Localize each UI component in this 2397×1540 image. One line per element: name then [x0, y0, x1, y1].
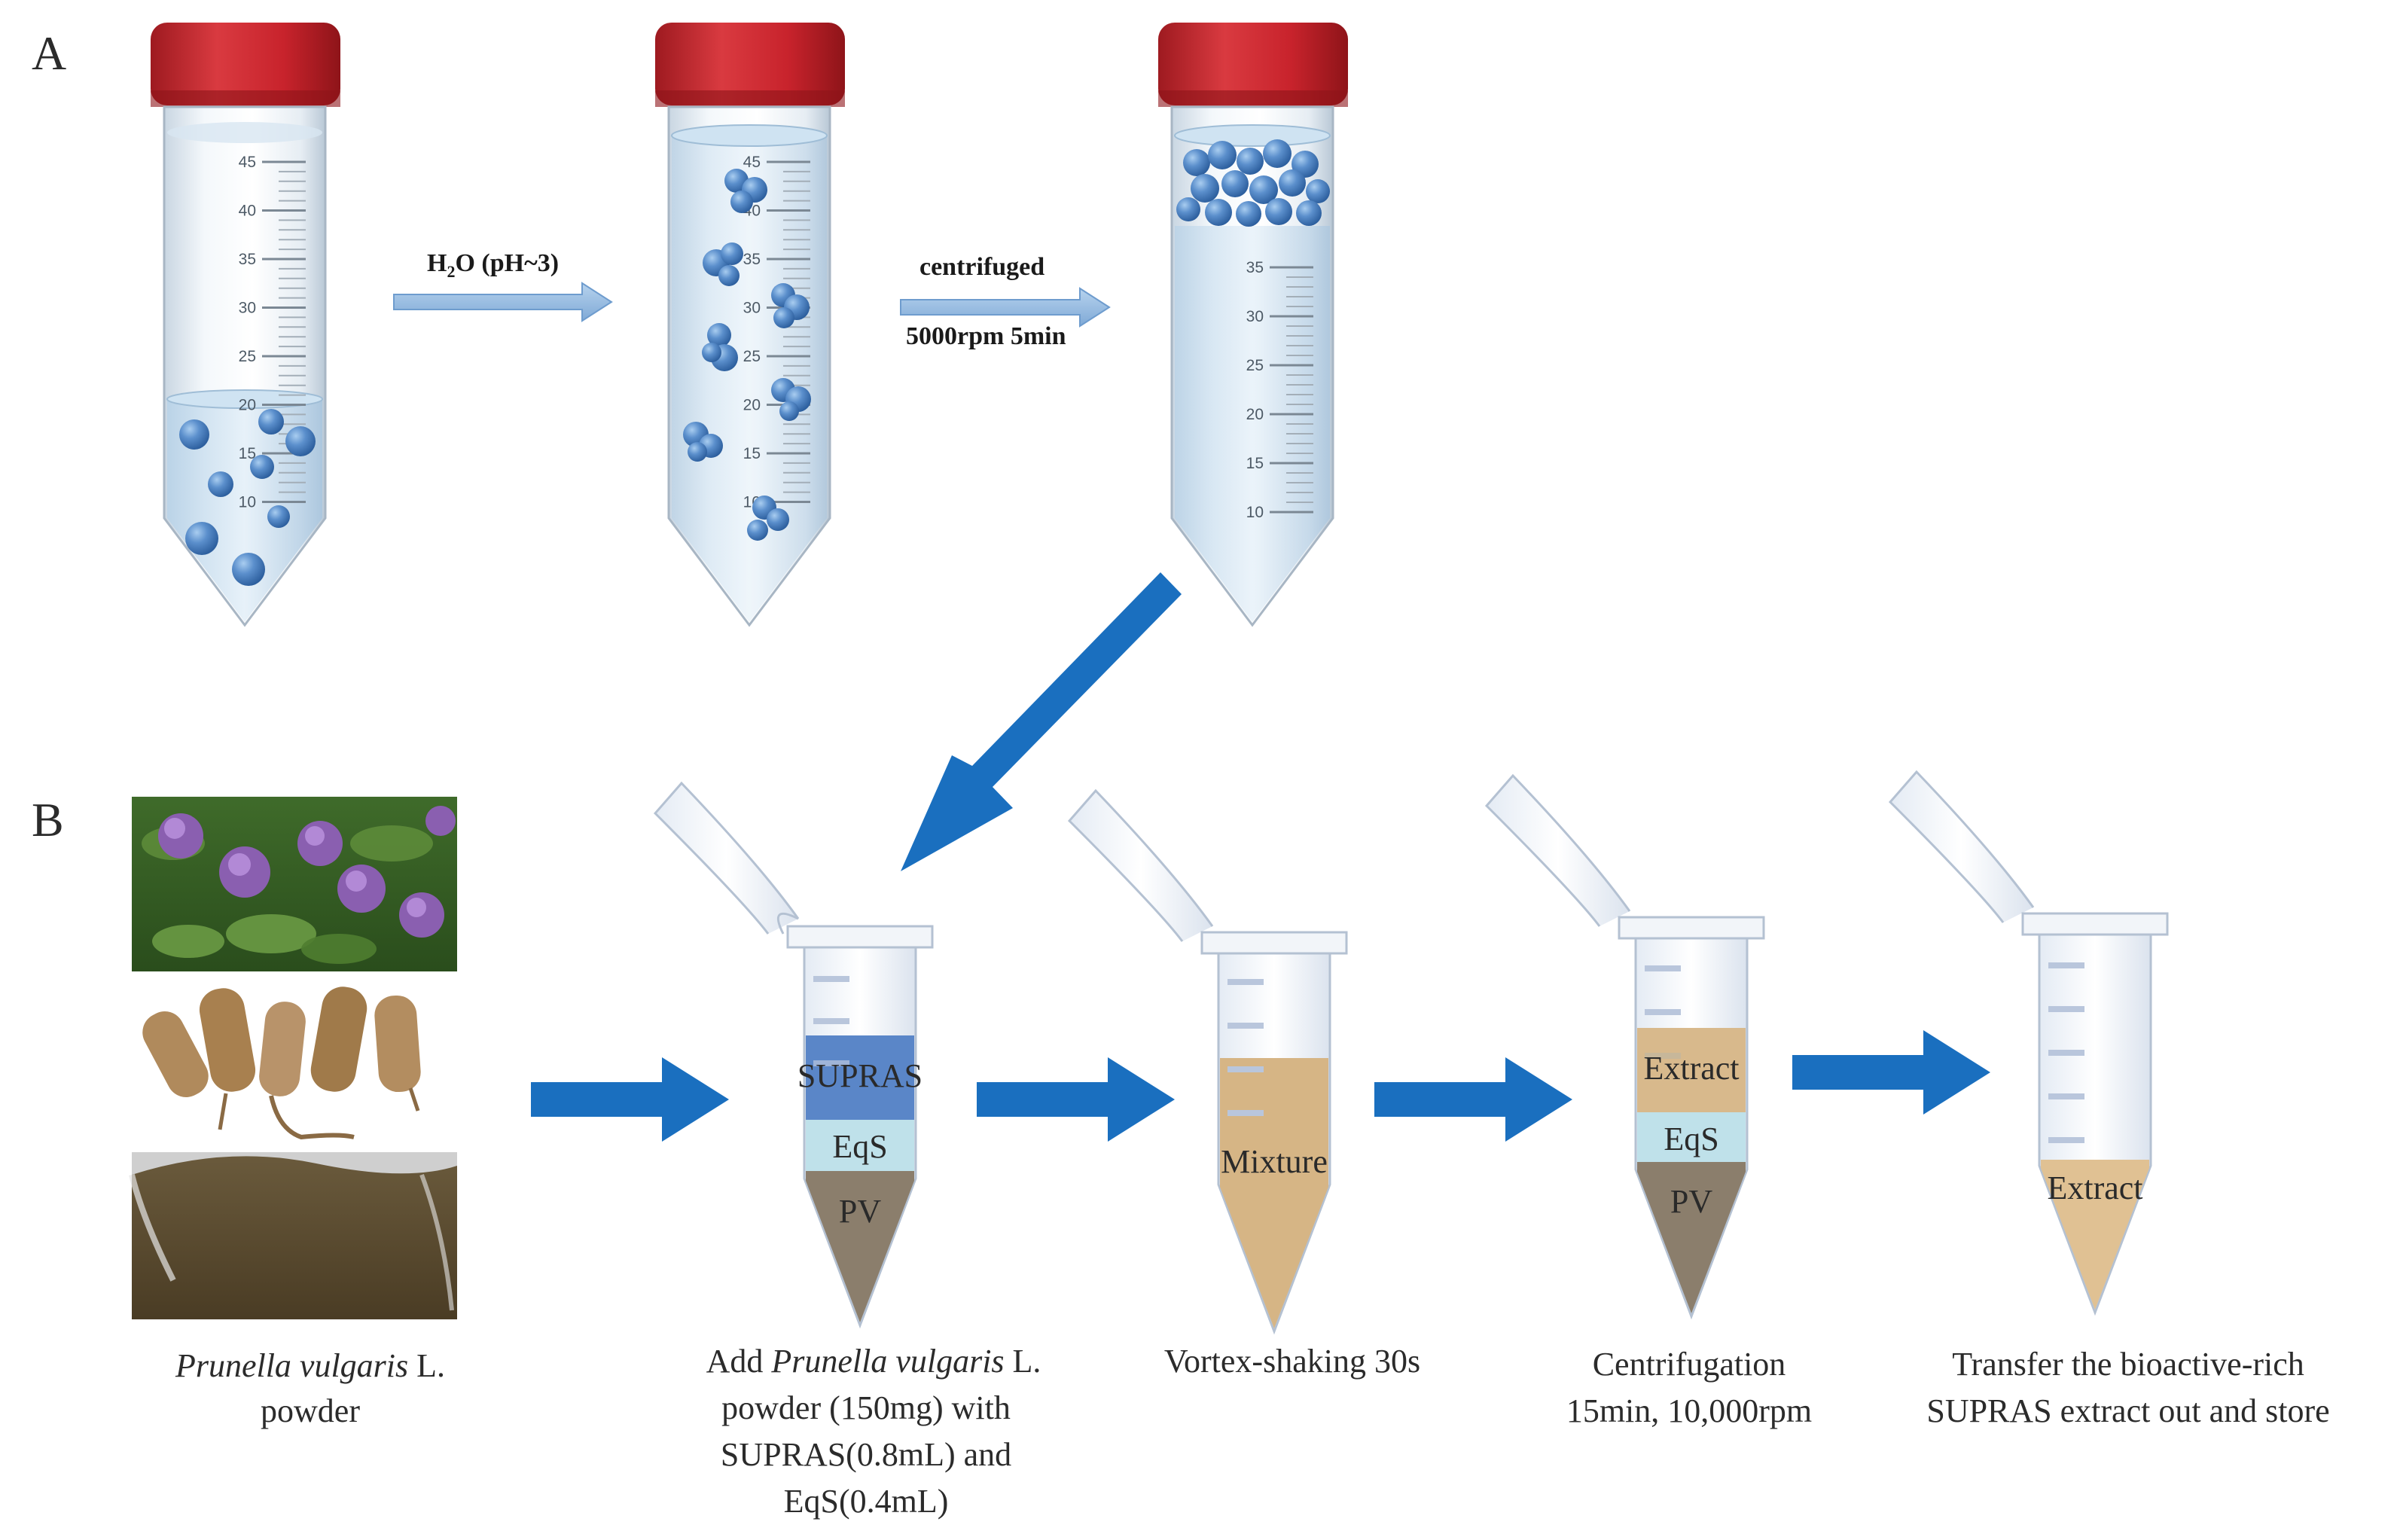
scale-label: 25 [239, 348, 256, 365]
eqs-layer [806, 1120, 914, 1171]
label-supras: SUPRAS [797, 1057, 923, 1094]
tube-3-supras-layer [1176, 139, 1330, 227]
caption-step1-line1: Add Prunella vulgaris L. [706, 1343, 1041, 1380]
scale-label: 25 [1246, 357, 1264, 374]
supras-layer [806, 1035, 914, 1120]
arrow-add-water: H2O (pH~3) [393, 249, 613, 322]
caption-step-3: Centrifugation 15min, 10,000rpm [1566, 1346, 1812, 1429]
scale-label: 30 [743, 300, 761, 317]
microtube-3: Extract EqS PV [1484, 773, 1765, 1320]
scale-label: 20 [239, 397, 256, 414]
tube-cap [1158, 23, 1348, 105]
pv-layer-2 [1637, 1162, 1746, 1313]
caption-step4-line2: SUPRAS extract out and store [1926, 1392, 2329, 1429]
arrow-b3 [1374, 1057, 1572, 1142]
mixture-layer [1220, 1058, 1328, 1328]
panel-label-b: B [32, 793, 64, 846]
microtube-4: Extract [1888, 770, 2169, 1316]
label-extract-2: Extract [2047, 1169, 2142, 1206]
extract-layer [1637, 1028, 1746, 1112]
label-pv: PV [839, 1193, 881, 1230]
scale-label: 10 [1246, 504, 1264, 521]
scale-label: 30 [1246, 308, 1264, 325]
caption-step3-line2: 15min, 10,000rpm [1566, 1392, 1812, 1429]
scale-label: 20 [743, 397, 761, 414]
arrow-1-label: H2O (pH~3) [427, 249, 559, 281]
caption-step1-line4: EqS(0.4mL) [784, 1483, 949, 1520]
arrow-b2 [977, 1057, 1175, 1142]
label-eqs: EqS [832, 1128, 887, 1165]
microtube-1: SUPRAS EqS PV [653, 781, 934, 1329]
caption-step3-line1: Centrifugation [1593, 1346, 1786, 1383]
tube-1-scale: 45 40 35 30 25 20 15 10 [239, 154, 306, 511]
caption-plant-line1: Prunella vulgaris L. [175, 1347, 445, 1384]
label-eqs-2: EqS [1664, 1121, 1718, 1157]
caption-step2: Vortex-shaking 30s [1164, 1343, 1420, 1380]
scale-label: 35 [1246, 259, 1264, 276]
tube-1-droplets [179, 409, 316, 586]
extract-layer-2 [2041, 1160, 2149, 1310]
prunella-vulgaris-photos [129, 797, 457, 1319]
arrow-b1 [531, 1057, 729, 1142]
microtube-2: Mixture [1067, 788, 1348, 1335]
tube-cap [655, 23, 845, 105]
tube-3-scale: 35 30 25 20 15 10 [1246, 259, 1313, 521]
eqs-layer-2 [1637, 1112, 1746, 1162]
arrow-transfer-supras [901, 572, 1182, 871]
scale-label: 30 [239, 300, 256, 317]
dried-spikes-photo [132, 979, 457, 1146]
caption-step1-line3: SUPRAS(0.8mL) and [721, 1436, 1011, 1473]
powder-photo [129, 1152, 457, 1319]
scale-label: 35 [743, 251, 761, 268]
scale-label: 15 [1246, 455, 1264, 472]
scale-label: 35 [239, 251, 256, 268]
caption-step-4: Transfer the bioactive-rich SUPRAS extra… [1926, 1346, 2329, 1429]
arrow-2-label-top: centrifuged [919, 253, 1044, 281]
arrow-centrifuge: centrifuged 5000rpm 5min [900, 253, 1111, 350]
arrow-b4 [1792, 1030, 1990, 1115]
arrow-2-label-bottom: 5000rpm 5min [906, 322, 1066, 350]
pv-layer [806, 1171, 914, 1322]
tube-cap [151, 23, 340, 105]
centrifuge-tube-3: 35 30 25 20 15 10 [1158, 23, 1348, 627]
label-pv-2: PV [1670, 1183, 1712, 1220]
scale-label: 40 [239, 203, 256, 220]
tube-2-droplet-clusters [683, 169, 811, 541]
scale-label: 15 [743, 445, 761, 462]
label-extract: Extract [1643, 1050, 1739, 1087]
scale-label: 20 [1246, 406, 1264, 423]
caption-step4-line1: Transfer the bioactive-rich [1952, 1346, 2304, 1383]
scale-label: 10 [239, 494, 256, 511]
scale-label: 45 [239, 154, 256, 171]
caption-step1-line2: powder (150mg) with [721, 1389, 1011, 1426]
panel-label-a: A [32, 26, 66, 80]
caption-step-1: Add Prunella vulgaris L. powder (150mg) … [706, 1343, 1041, 1520]
scale-label: 15 [239, 445, 256, 462]
scale-label: 45 [743, 154, 761, 171]
label-mixture: Mixture [1221, 1143, 1328, 1180]
scale-label: 25 [743, 348, 761, 365]
caption-plant-line2: powder [261, 1392, 360, 1429]
plant-flower-photo [132, 797, 457, 971]
centrifuge-tube-1: 45 40 35 30 25 20 15 10 [151, 23, 340, 627]
